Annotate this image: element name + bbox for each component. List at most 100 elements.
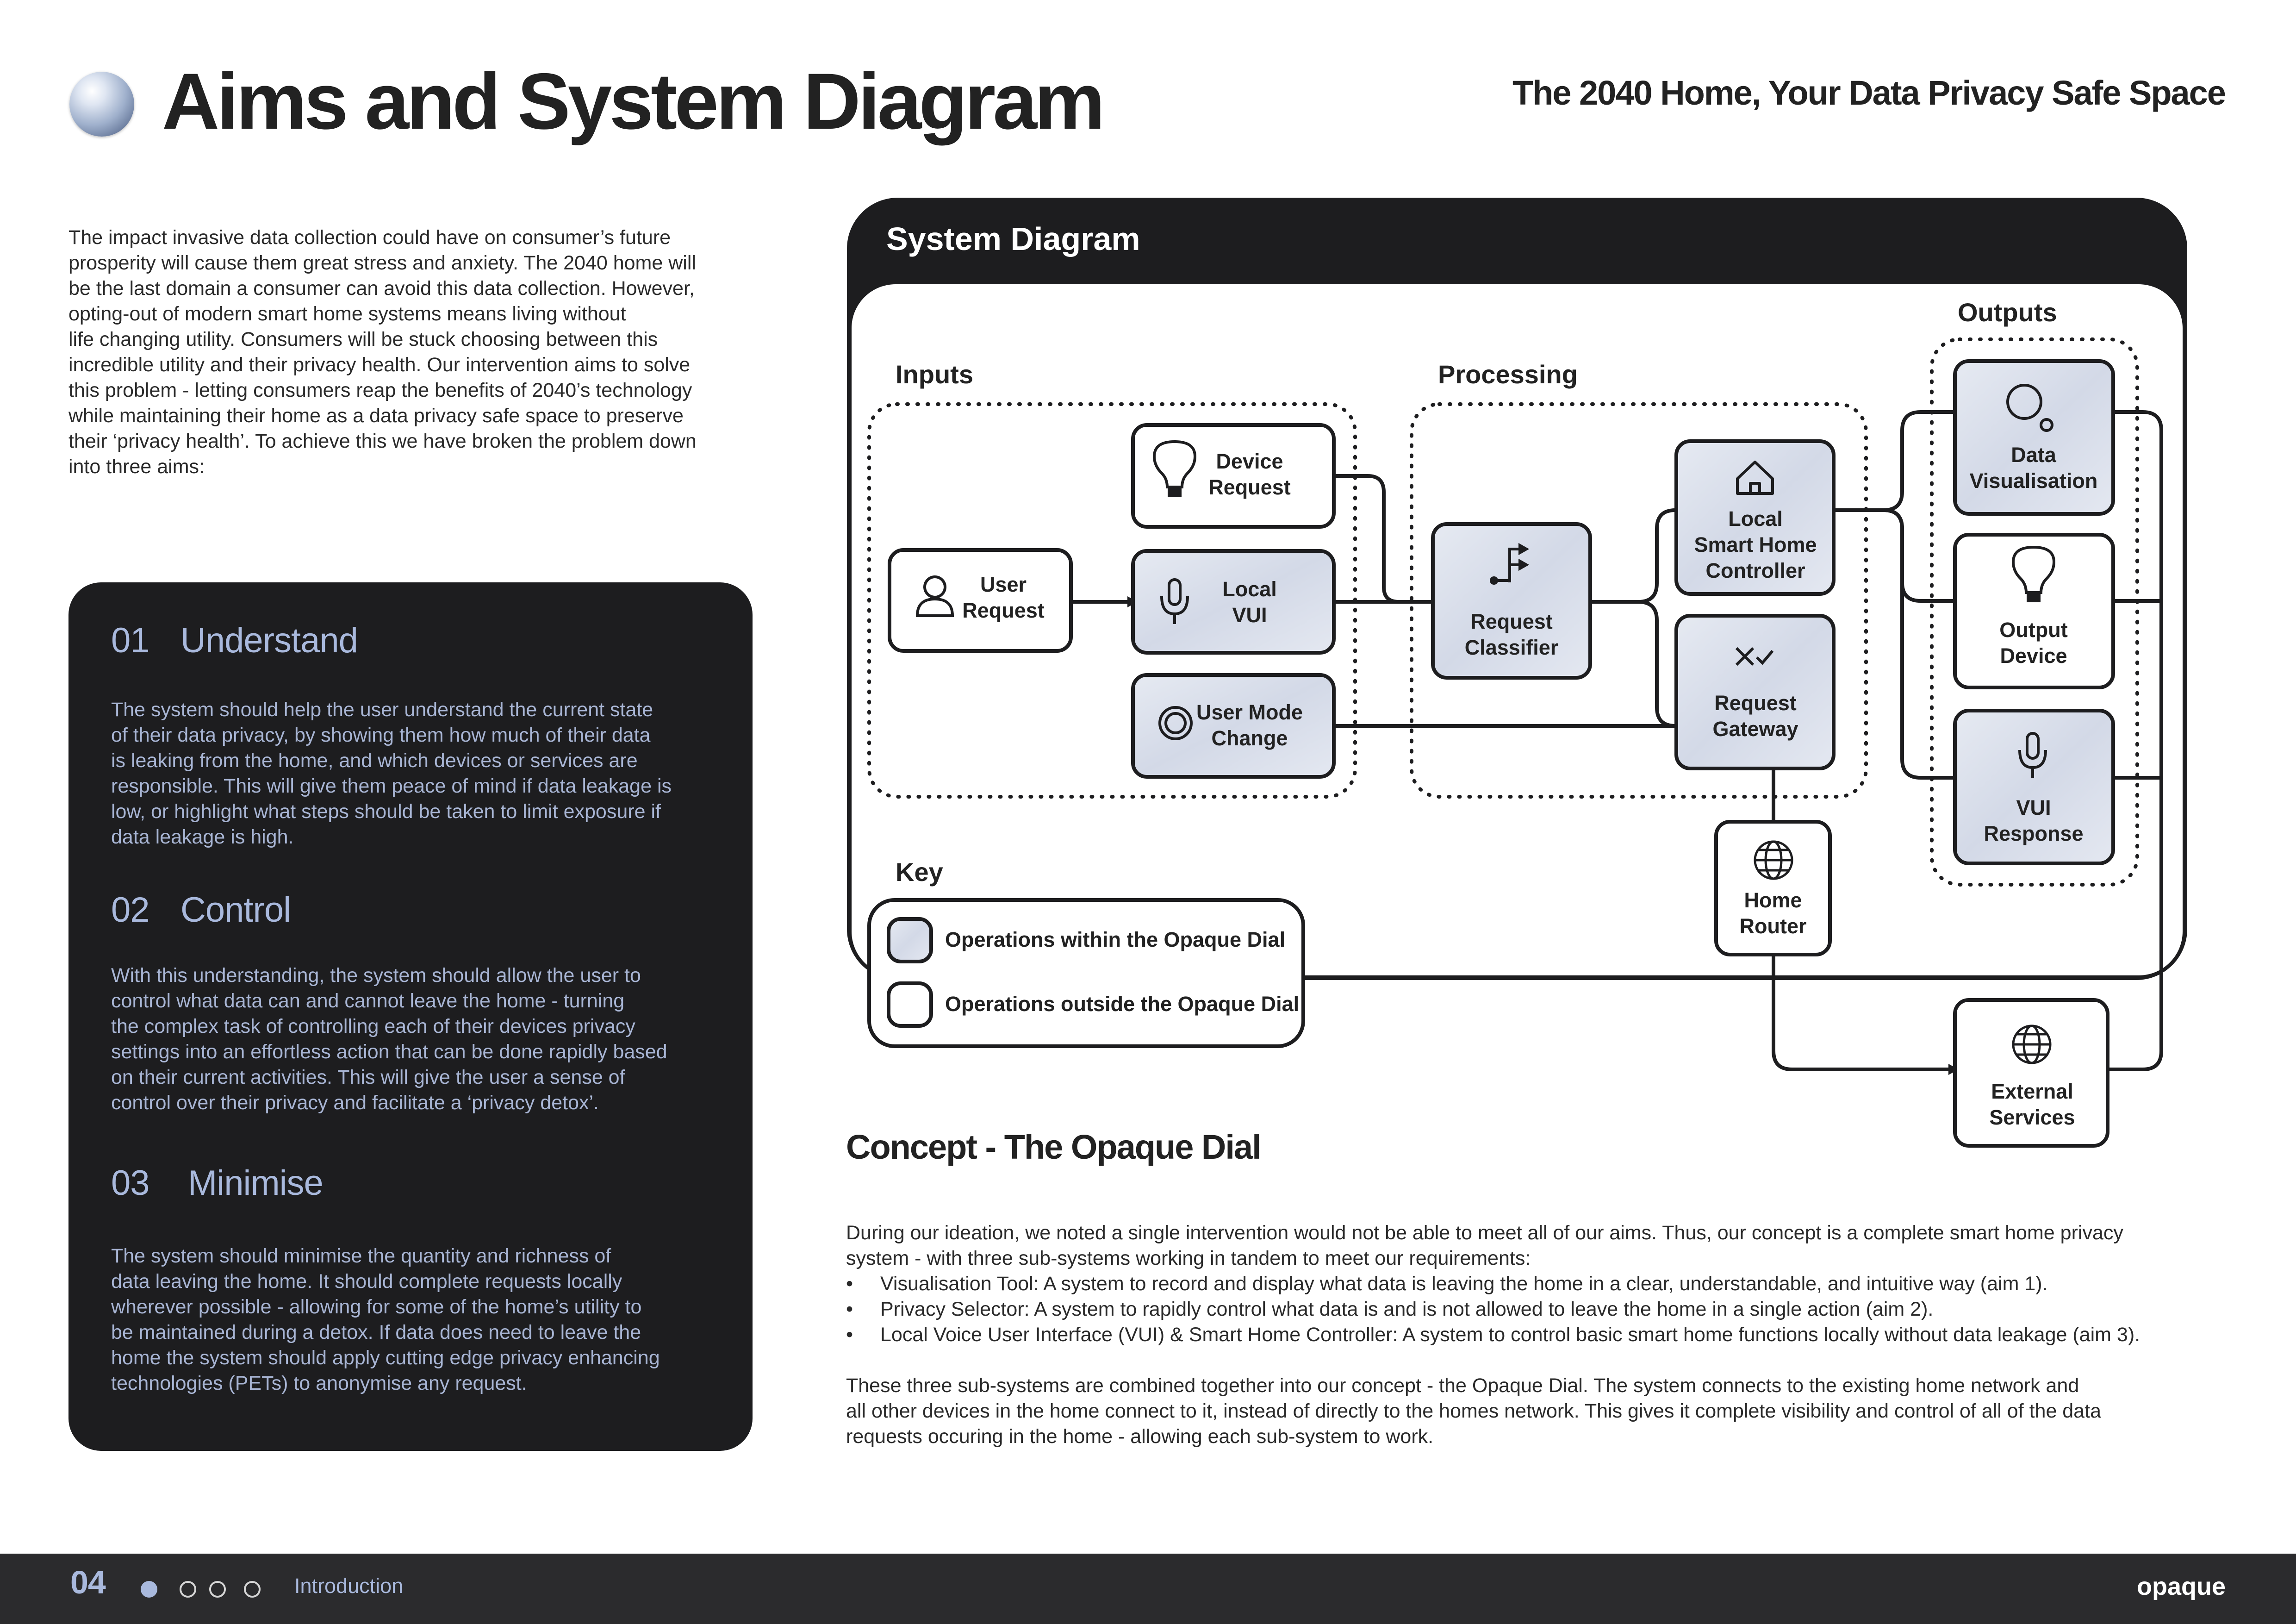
aim-line: settings into an effortless action that … (111, 1041, 667, 1063)
concept-bullet: Visualisation Tool: A system to record a… (846, 1271, 2234, 1297)
home-icon (1736, 461, 1774, 495)
concept-line: These three sub-systems are combined tog… (846, 1374, 2079, 1397)
aim-line: is leaking from the home, and which devi… (111, 750, 638, 772)
node-label: VUI (2016, 796, 2051, 819)
intro-paragraph: The impact invasive data collection coul… (68, 225, 744, 480)
node-label: User Mode (1196, 700, 1303, 724)
intro-line: while maintaining their home as a data p… (68, 405, 684, 427)
page-number: 04 (70, 1564, 106, 1600)
aim-line: of their data privacy, by showing them h… (111, 724, 651, 746)
key-label-outside: Operations outside the Opaque Dial (945, 992, 1299, 1016)
aim-body-minimise: The system should minimise the quantity … (111, 1243, 713, 1396)
edge-classifier-to-controller (1576, 508, 1709, 604)
aim-line: With this understanding, the system shou… (111, 964, 641, 987)
split-icon (1490, 543, 1530, 585)
aim-body-control: With this understanding, the system shou… (111, 963, 713, 1116)
aim-line: wherever possible - allowing for some of… (111, 1296, 642, 1318)
aim-line: data leakage is high. (111, 826, 294, 848)
node-label: Visualisation (1970, 469, 2098, 493)
edge-classifier-to-gateway (1576, 600, 1676, 728)
concept-line: During our ideation, we noted a single i… (846, 1222, 2123, 1244)
brand-logo: opaque (2136, 1573, 2226, 1600)
concept-title: Concept - The Opaque Dial (846, 1128, 1262, 1166)
node-request-classifier: Request Classifier (1431, 522, 1592, 680)
node-label: Change (1211, 726, 1288, 750)
diagram-title: System Diagram (886, 221, 1140, 257)
concept-bullet: Local Voice User Interface (VUI) & Smart… (846, 1322, 2234, 1348)
node-label: Response (1984, 822, 2083, 845)
node-label: Router (1740, 914, 1807, 938)
globe-icon (1754, 840, 1793, 880)
node-label: Local (1222, 577, 1277, 601)
aim-heading-control: 02 Control (111, 890, 291, 930)
node-local-vui: Local VUI (1131, 549, 1336, 655)
node-vui-response: VUI Response (1953, 709, 2115, 865)
node-label: Controller (1705, 559, 1805, 582)
processing-label: Processing (1438, 360, 1578, 389)
concept-bullet: Privacy Selector: A system to rapidly co… (846, 1297, 2234, 1322)
node-label: Local (1728, 507, 1783, 531)
node-label: Request (1470, 610, 1553, 633)
edge-controller-to-vui-response (1820, 508, 1976, 780)
aim-line: The system should help the user understa… (111, 699, 653, 721)
node-external-services: External Services (1953, 998, 2109, 1148)
aim-line: The system should minimise the quantity … (111, 1245, 611, 1267)
concept-line: system - with three sub-systems working … (846, 1247, 1531, 1269)
inputs-label: Inputs (896, 360, 973, 389)
pager-dot[interactable] (209, 1581, 226, 1598)
intro-line: incredible utility and their privacy hea… (68, 354, 691, 376)
globe-icon (2012, 1024, 2052, 1064)
data-visualisation-icon (2006, 384, 2053, 432)
intro-line: into three aims: (68, 456, 205, 478)
aim-line: the complex task of controlling each of … (111, 1015, 635, 1037)
concept-line: all other devices in the home connect to… (846, 1400, 2102, 1422)
intro-line: life changing utility. Consumers will be… (68, 328, 658, 350)
pager-dot-active[interactable] (141, 1581, 157, 1598)
node-label: Gateway (1712, 717, 1798, 741)
node-label: External (1991, 1080, 2073, 1103)
cross-check-icon (1735, 647, 1774, 666)
pager-dot[interactable] (244, 1581, 261, 1598)
node-data-visualisation: Data Visualisation (1953, 359, 2115, 516)
lightbulb-icon (2011, 545, 2056, 602)
aim-line: home the system should apply cutting edg… (111, 1347, 660, 1369)
node-label: Classifier (1465, 636, 1559, 659)
user-icon (915, 575, 954, 617)
edge-router-to-external (1772, 955, 1954, 1071)
page-subtitle: The 2040 Home, Your Data Privacy Safe Sp… (1512, 74, 2226, 112)
aim-number: 02 (111, 890, 150, 930)
aim-line: control what data can and cannot leave t… (111, 990, 625, 1012)
aim-title: Control (180, 890, 291, 930)
microphone-icon (1160, 578, 1189, 624)
intro-line: be the last domain a consumer can avoid … (68, 277, 695, 300)
aim-title: Minimise (188, 1163, 324, 1203)
node-request-gateway: Request Gateway (1674, 614, 1836, 770)
edge-external-to-visualisation (2094, 410, 2163, 1071)
aim-line: data leaving the home. It should complet… (111, 1270, 622, 1293)
node-label: Device (2000, 644, 2067, 668)
outputs-label: Outputs (1958, 298, 2057, 327)
node-label: VUI (1232, 603, 1267, 627)
intro-line: their ‘privacy health’. To achieve this … (68, 430, 697, 452)
key-label: Key (896, 857, 943, 887)
pager-dot[interactable] (180, 1581, 196, 1598)
node-output-device: Output Device (1953, 533, 2115, 689)
outputs-group (1930, 337, 2139, 887)
aim-line: on their current activities. This will g… (111, 1066, 625, 1088)
node-label: User (980, 573, 1027, 596)
node-device-request: Device Request (1131, 423, 1336, 529)
intro-line: this problem - letting consumers reap th… (68, 379, 692, 401)
key-swatch-inside (887, 917, 933, 963)
system-diagram: System Diagram Inputs Processing Outputs… (847, 198, 2187, 1148)
concept-body: During our ideation, we noted a single i… (846, 1220, 2234, 1449)
aim-line: low, or highlight what steps should be t… (111, 800, 661, 823)
node-label: Data (2011, 443, 2057, 467)
aim-number: 01 (111, 621, 150, 660)
concept-line: requests occuring in the home - allowing… (846, 1425, 1434, 1448)
dial-icon (1158, 706, 1193, 740)
node-label: Smart Home (1694, 533, 1817, 556)
aim-line: responsible. This will give them peace o… (111, 775, 672, 797)
